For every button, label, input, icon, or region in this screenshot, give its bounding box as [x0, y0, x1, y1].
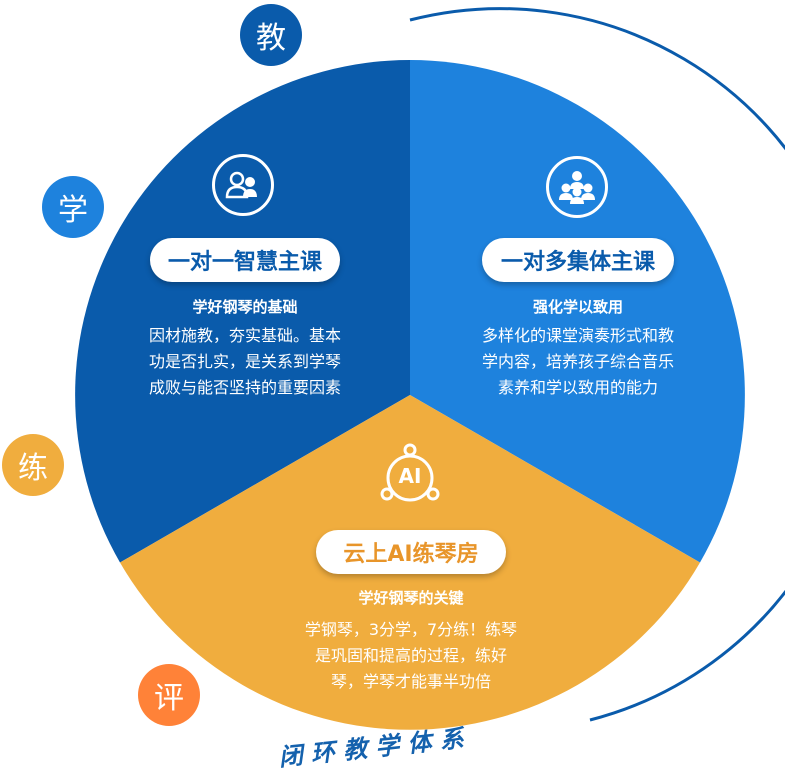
left-title-pill: 一对一智慧主课 [150, 238, 340, 282]
right-description: 多样化的课堂演奏形式和教 学内容，培养孩子综合音乐 素养和学以致用的能力 [481, 326, 674, 397]
outer-arc-line [409, 7, 785, 722]
bottom-title-pill: 云上AI练琴房 [316, 530, 506, 574]
evaluate-bubble: 评 [138, 664, 200, 726]
right-subtitle: 强化学以致用 [532, 298, 623, 316]
segment-left [75, 60, 410, 563]
two-people-icon [212, 154, 274, 216]
left-description: 因材施教，夯实基础。基本 功是否扎实，是关系到学琴 成败与能否坚持的重要因素 [148, 326, 341, 397]
left-subtitle: 学好钢琴的基础 [192, 298, 298, 316]
bottom-description: 学钢琴，3分学，7分练！练琴 是巩固和提高的过程，练好 琴，学琴才能事半功倍 [304, 620, 518, 691]
segment-right [410, 60, 745, 563]
right-title-pill: 一对多集体主课 [482, 238, 674, 282]
bottom-subtitle: 学好钢琴的关键 [358, 589, 464, 607]
teach-bubble: 教 [240, 4, 302, 66]
ai-icon-text: AI [398, 464, 422, 488]
learn-bubble: 学 [42, 176, 104, 238]
practice-bubble: 练 [2, 434, 64, 496]
group-icon [546, 156, 608, 218]
ai-icon: AI [376, 440, 444, 508]
